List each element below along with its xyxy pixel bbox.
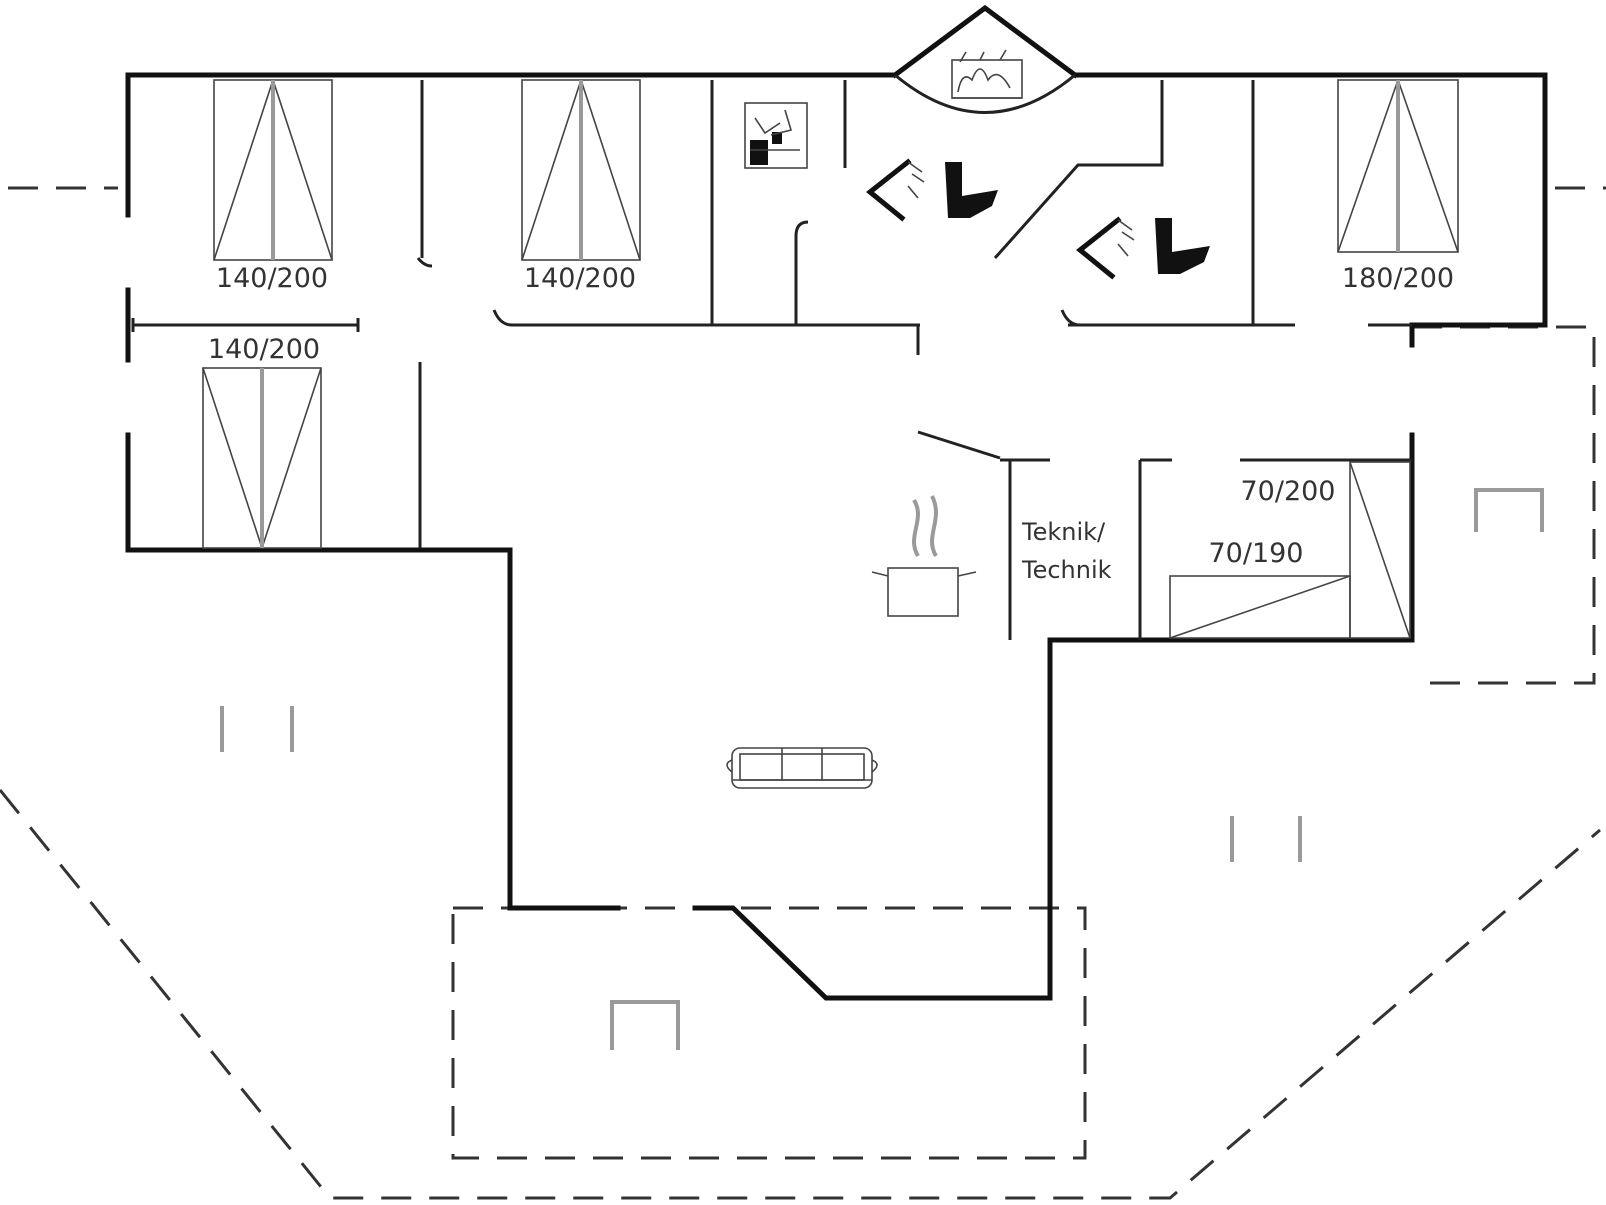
front-terrace: [451, 906, 1087, 1160]
toilet-icon-2: [1155, 218, 1210, 274]
bed-bedroom-2: [521, 79, 641, 261]
terrace-outlines: [0, 186, 1606, 1200]
toilet-sign-icon: [744, 102, 808, 169]
fireplace-icon: [951, 49, 1023, 99]
cooking-pot-icon: [871, 495, 977, 617]
shower-icon-2: [1076, 216, 1135, 280]
bed-single-2: [1169, 575, 1351, 639]
bed-label-bedroom-2: 140/200: [524, 263, 636, 294]
technical-room-label-2: Technik: [1021, 556, 1112, 584]
bed-label-single-2: 70/190: [1209, 538, 1304, 569]
bed-label-bedroom-4: 180/200: [1342, 263, 1454, 294]
technical-room-label-1: Teknik/: [1021, 518, 1106, 546]
bed-bedroom-3: [202, 367, 322, 549]
garden-marks-left: [220, 706, 294, 752]
exterior-walls: [125, 72, 1548, 1001]
interior-walls: [131, 80, 1412, 640]
bed-label-bedroom-3: 140/200: [208, 334, 320, 365]
garden-marks-right: [1230, 816, 1302, 862]
sofa-icon: [726, 747, 878, 789]
shower-icon: [866, 158, 925, 222]
side-terrace-mark: [1474, 488, 1544, 532]
bed-label-bedroom-1: 140/200: [216, 263, 328, 294]
bed-label-single-1: 70/200: [1241, 476, 1336, 507]
bed-bedroom-1: [213, 79, 333, 261]
bay-alcove: [891, 4, 1079, 114]
covered-terrace-mark: [610, 1000, 680, 1050]
bed-bedroom-4: [1337, 79, 1459, 253]
bed-single-1: [1349, 461, 1411, 639]
toilet-icon: [945, 162, 998, 218]
